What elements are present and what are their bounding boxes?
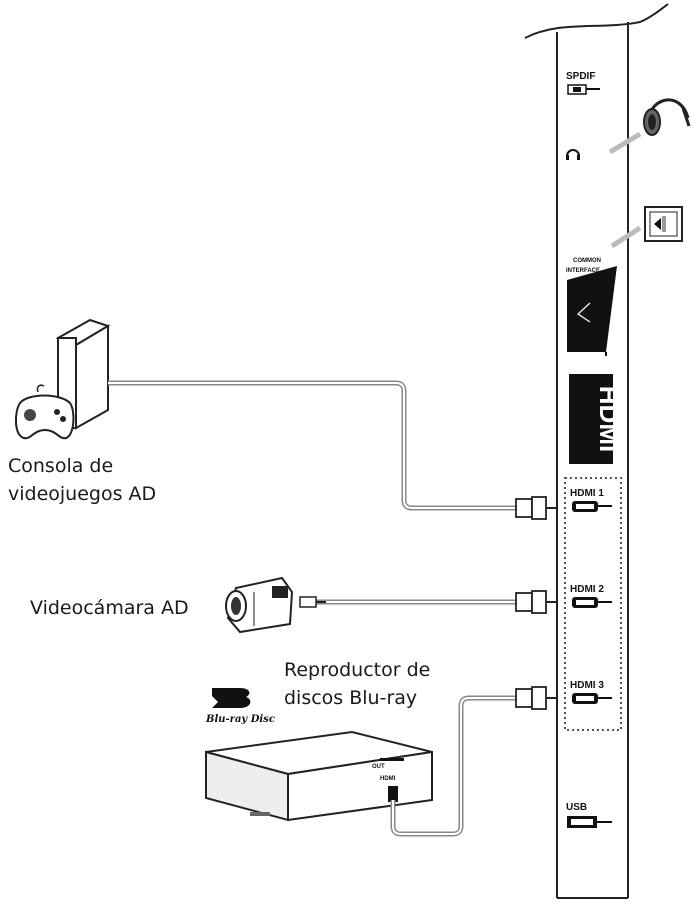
hdmi1-port: HDMI 1 bbox=[570, 488, 612, 512]
hdmi1-label: HDMI 1 bbox=[570, 488, 604, 499]
camcorder-label: Videocámara AD bbox=[30, 597, 189, 619]
hdmi3-label: HDMI 3 bbox=[570, 680, 604, 691]
hdmi-logo-text: HDMI bbox=[594, 386, 624, 452]
usb-port: USB bbox=[566, 802, 612, 828]
ci-card-icon bbox=[644, 206, 683, 242]
console-label-line2: videojuegos AD bbox=[8, 483, 157, 505]
hdmi3-port: HDMI 3 bbox=[570, 680, 612, 704]
usb-label: USB bbox=[566, 802, 587, 813]
camcorder-hdmi-plug bbox=[515, 590, 556, 614]
console-hdmi-plug bbox=[515, 496, 556, 520]
hdmi2-port: HDMI 2 bbox=[570, 584, 612, 608]
ci-card-arrow bbox=[610, 225, 642, 249]
spdif-label: SPDIF bbox=[566, 71, 595, 82]
console-label-line1: Consola de bbox=[8, 455, 114, 477]
tv-side-panel bbox=[524, 3, 669, 899]
bluray-hdmi-plug bbox=[515, 686, 556, 710]
bluray-hdmi-label: HDMI bbox=[380, 776, 396, 782]
ci-label-line2: INTERFACE bbox=[566, 268, 600, 274]
bluray-logo-icon: Blu-ray Disc bbox=[205, 688, 275, 725]
common-interface-slot: COMMON INTERFACE bbox=[566, 258, 617, 356]
hdmi2-label: HDMI 2 bbox=[570, 584, 604, 595]
hdmi-logo: HDMI bbox=[569, 374, 624, 464]
spdif-port: SPDIF bbox=[566, 71, 600, 95]
gamepad-icon bbox=[14, 384, 75, 440]
headphones-arrow bbox=[608, 131, 642, 155]
bluray-logo-text: Blu-ray Disc bbox=[205, 714, 275, 725]
headphone-jack bbox=[566, 149, 580, 160]
camcorder-icon bbox=[225, 576, 294, 634]
bluray-player-icon: OUT HDMI bbox=[205, 730, 433, 822]
ci-label-line1: COMMON bbox=[573, 258, 601, 264]
console-hdmi-cable bbox=[108, 380, 516, 511]
bluray-out-label: OUT bbox=[372, 764, 385, 770]
camcorder-mini-plug bbox=[299, 596, 326, 608]
bluray-label-line2: discos Blu-ray bbox=[284, 687, 418, 709]
hdmi-port-group bbox=[564, 477, 622, 731]
headphones-icon bbox=[643, 98, 691, 136]
bluray-label-line1: Reproductor de bbox=[284, 659, 431, 681]
